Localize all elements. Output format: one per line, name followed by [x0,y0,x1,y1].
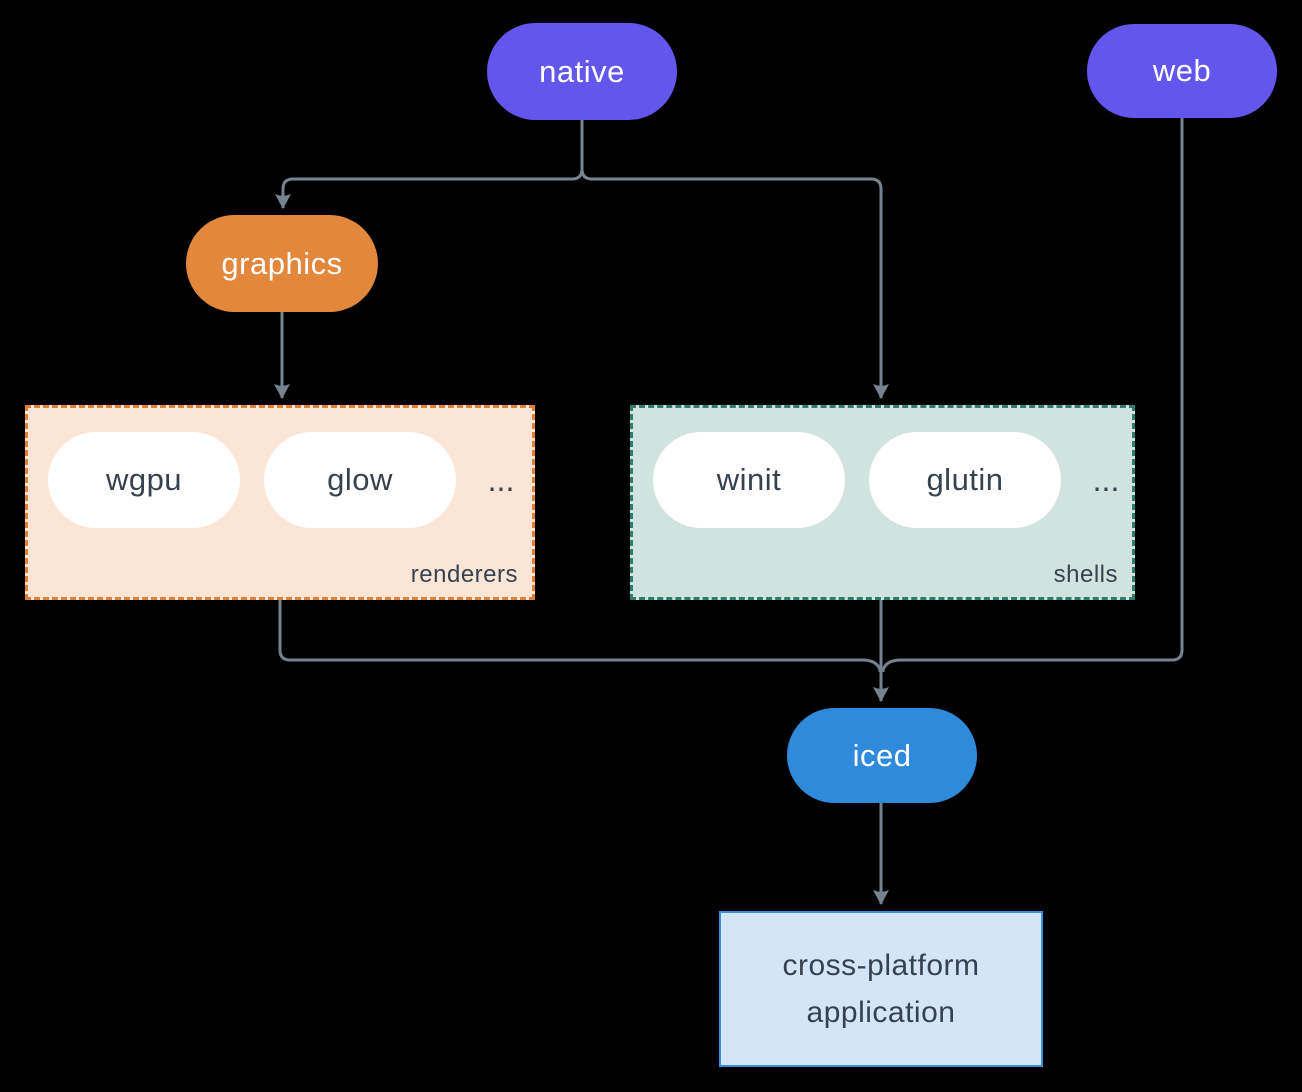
shells-ellipsis: ... [1092,461,1120,498]
group-renderers: wgpu glow ... renderers [25,405,535,600]
pill-glow-label: glow [327,462,393,497]
edge-renderers-merge [278,600,882,672]
shells-group-label: shells [1053,561,1118,588]
pill-winit-label: winit [716,462,782,497]
group-shells: winit glutin ... shells [630,405,1135,600]
pill-glow: glow [264,432,456,528]
node-cross-platform-application: cross-platform application [719,911,1043,1067]
node-iced: iced [787,708,977,803]
edge-native-graphics [275,120,584,209]
node-web: web [1087,24,1277,118]
pill-winit: winit [653,432,845,528]
edge-native-shells [580,120,889,399]
node-application-label: cross-platform application [782,949,980,1029]
node-iced-label: iced [852,737,912,773]
pill-glutin: glutin [869,432,1061,528]
renderers-ellipsis: ... [487,461,515,498]
node-graphics: graphics [186,215,378,312]
node-native: native [487,23,677,120]
node-graphics-label: graphics [221,245,343,281]
pill-wgpu-label: wgpu [105,462,183,497]
renderers-group-label: renderers [410,561,518,588]
node-web-label: web [1152,53,1212,88]
pill-glutin-label: glutin [926,462,1004,497]
pill-wgpu: wgpu [48,432,240,528]
node-native-label: native [539,53,625,89]
